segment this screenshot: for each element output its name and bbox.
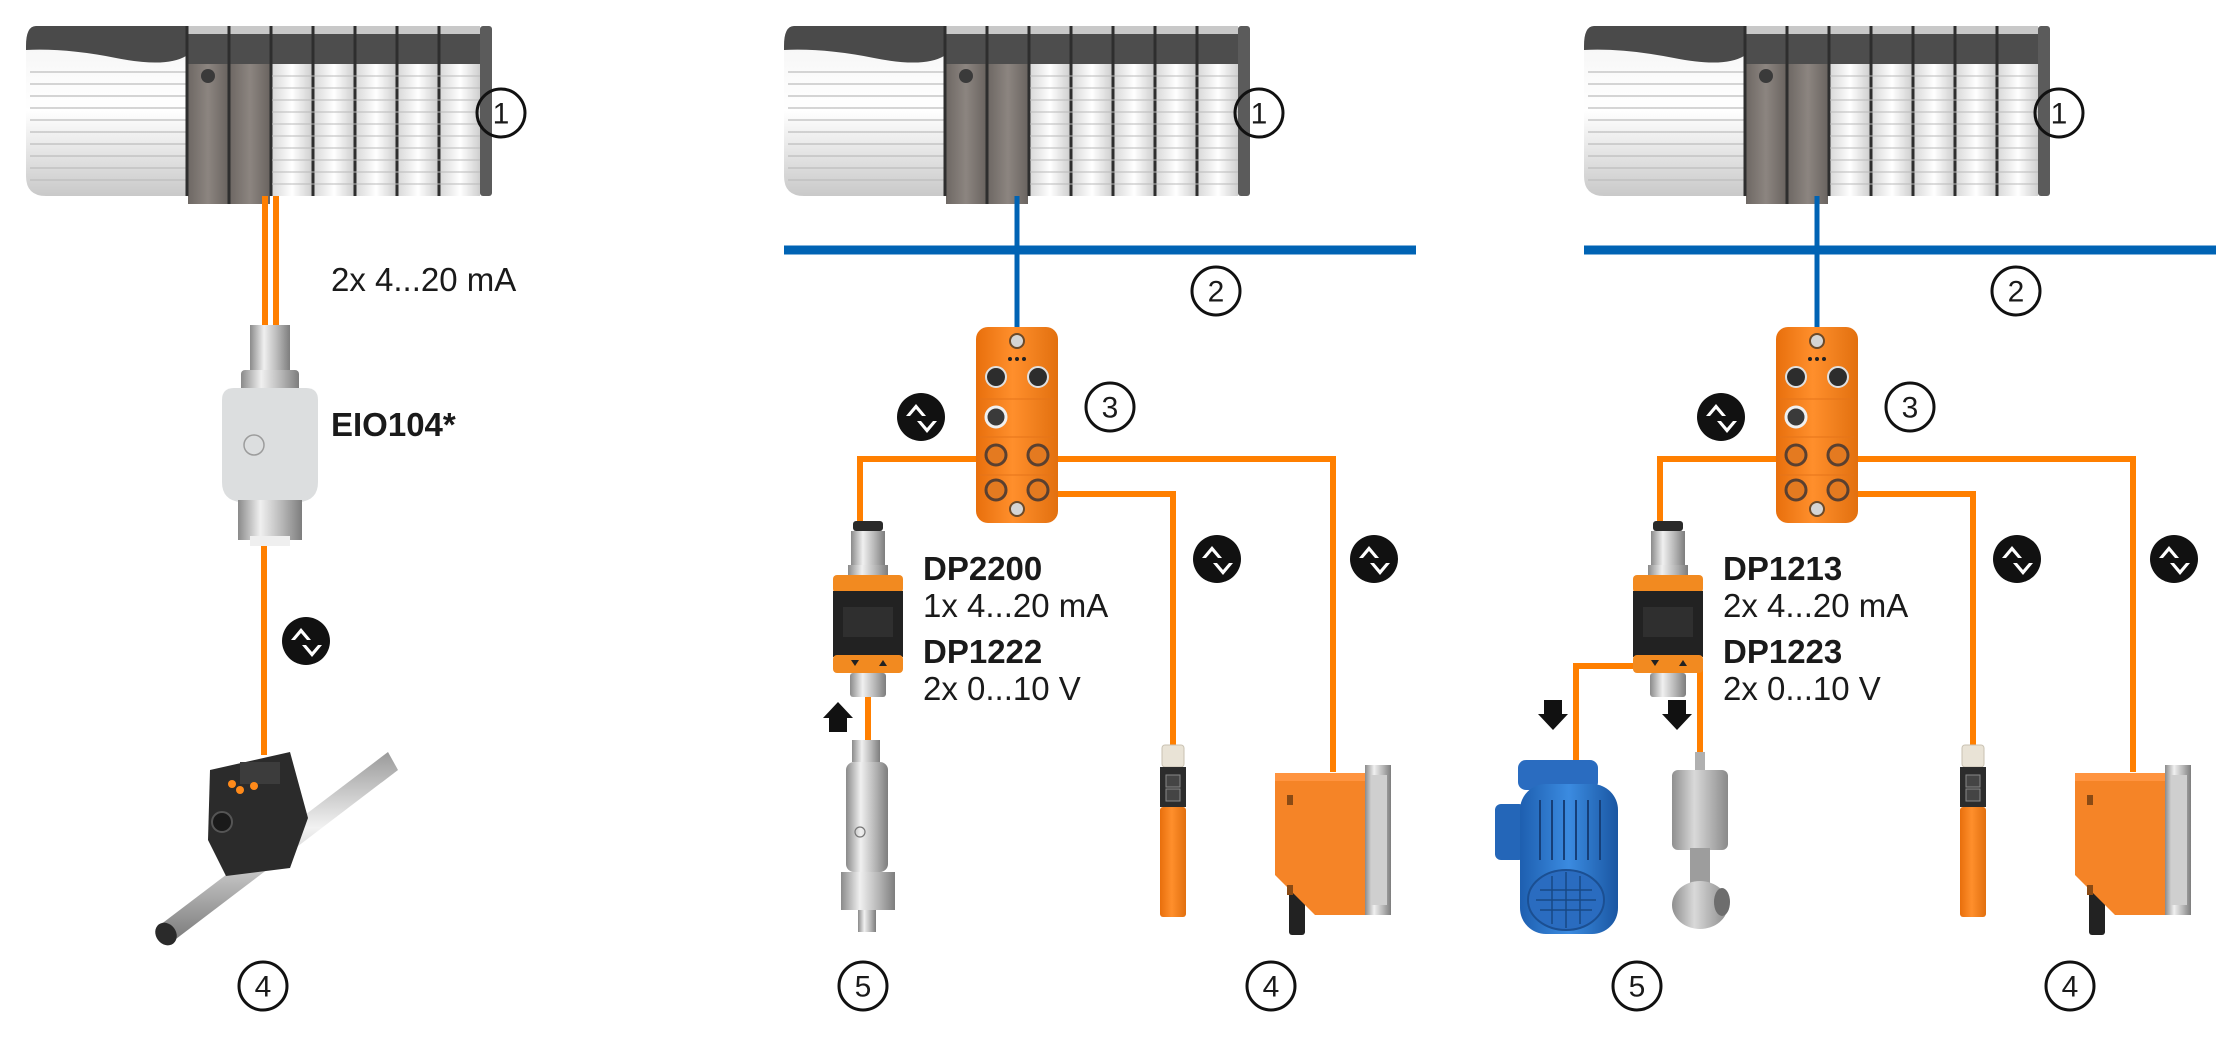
converter-label: EIO104*	[331, 406, 456, 443]
converter-a-model: DP1213	[1723, 550, 1842, 587]
callout-plc: 1	[2033, 87, 2085, 139]
plc-controller-icon	[1582, 24, 2052, 206]
callout-sensor: 4	[2044, 960, 2096, 1012]
io-link-bidirectional-icon	[897, 393, 945, 441]
io-link-bidirectional-icon	[1350, 535, 1398, 583]
panel-direct-analog: 1 2x 4...20 mA EIO104* 4	[24, 24, 527, 1012]
plc-controller-icon	[24, 24, 494, 206]
dp-converter-icon	[1633, 521, 1703, 697]
callout-number: 1	[1251, 98, 1268, 131]
callout-number: 3	[1902, 392, 1919, 425]
motor-icon	[1495, 760, 1618, 934]
converter-b-spec: 2x 0...10 V	[923, 670, 1081, 707]
callout-number: 4	[2062, 971, 2079, 1004]
io-link-bidirectional-icon	[1697, 393, 1745, 441]
callout-actuator: 5	[1611, 960, 1663, 1012]
converter-b-model: DP1222	[923, 633, 1042, 670]
callout-number: 5	[855, 971, 872, 1004]
callout-plc: 1	[475, 87, 527, 139]
photoelectric-sensor-icon	[2075, 765, 2191, 935]
valve-icon	[1672, 752, 1730, 929]
io-link-bidirectional-icon	[1193, 535, 1241, 583]
callout-number: 4	[255, 971, 272, 1004]
converter-a-spec: 1x 4...20 mA	[923, 587, 1108, 624]
callout-number: 4	[1263, 971, 1280, 1004]
io-link-master-icon	[974, 325, 1060, 525]
callout-fieldbus: 2	[1190, 265, 1242, 317]
converter-a-spec: 2x 4...20 mA	[1723, 587, 1908, 624]
photoelectric-sensor-icon	[1275, 765, 1391, 935]
wire-to-cyl-sensor	[1056, 491, 1176, 755]
callout-master: 3	[1084, 381, 1136, 433]
io-link-master-icon	[1774, 325, 1860, 525]
io-link-bidirectional-icon	[282, 617, 330, 665]
cylindrical-sensor-icon	[1159, 744, 1187, 918]
arrow-up-icon	[823, 702, 853, 732]
panel-io-link-input: 1 2 3 DP2200 1x 4...20 mA DP1222 2x 0...…	[782, 24, 1416, 1012]
converter-b-spec: 2x 0...10 V	[1723, 670, 1881, 707]
wire-to-box-sensor	[1856, 456, 2136, 772]
analog-wire-valve	[1684, 663, 1703, 752]
wire-to-converter	[1657, 456, 1780, 525]
io-link-bidirectional-icon	[1993, 535, 2041, 583]
wire-to-converter	[857, 456, 980, 525]
callout-number: 2	[1208, 276, 1225, 309]
cylindrical-sensor-icon	[1959, 744, 1987, 918]
callout-actuator: 5	[837, 960, 889, 1012]
wire-to-box-sensor	[1056, 456, 1336, 772]
pressure-sensor-icon	[840, 739, 896, 933]
callout-number: 1	[2051, 98, 2068, 131]
signal-label: 2x 4...20 mA	[331, 261, 516, 298]
callout-number: 1	[493, 98, 510, 131]
callout-number: 5	[1629, 971, 1646, 1004]
converter-a-model: DP2200	[923, 550, 1042, 587]
flow-sensor-icon	[155, 752, 398, 946]
arrow-down-icon	[1662, 700, 1692, 730]
callout-number: 3	[1102, 392, 1119, 425]
dp-converter-icon	[833, 521, 903, 697]
callout-fieldbus: 2	[1990, 265, 2042, 317]
callout-sensor: 4	[1245, 960, 1297, 1012]
wire-to-cyl-sensor	[1856, 491, 1976, 755]
io-link-bidirectional-icon	[2150, 535, 2198, 583]
eio104-converter-icon	[222, 325, 318, 546]
callout-sensor: 4	[237, 960, 289, 1012]
callout-number: 2	[2008, 276, 2025, 309]
callout-plc: 1	[1233, 87, 1285, 139]
arrow-down-icon	[1538, 700, 1568, 730]
callout-master: 3	[1884, 381, 1936, 433]
plc-controller-icon	[782, 24, 1252, 206]
converter-b-model: DP1223	[1723, 633, 1842, 670]
panel-io-link-output: 1 2 3 DP1213 2x 4...20 mA DP1223 2x 0...…	[1495, 24, 2216, 1012]
analog-wire-motor	[1573, 663, 1660, 760]
